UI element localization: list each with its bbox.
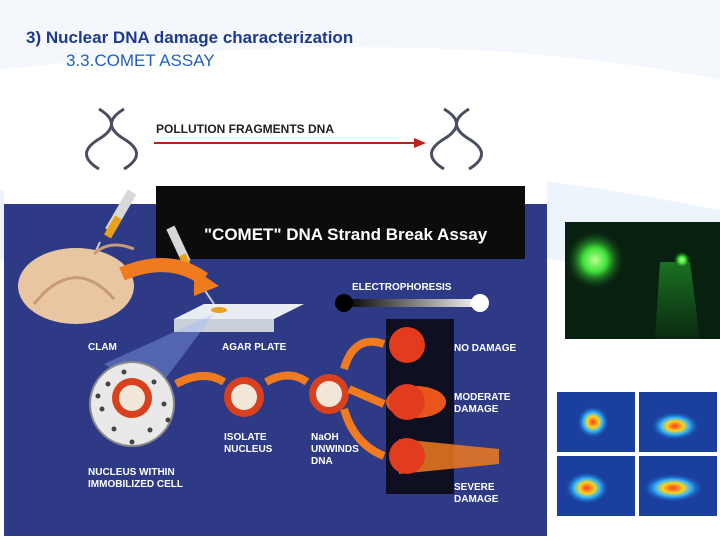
cell-dots [95, 369, 171, 445]
orange-arrow-to-moderate [347, 385, 386, 408]
naoh-label-3: DNA [311, 456, 333, 467]
red-arrow-head-icon [414, 138, 426, 148]
comet-cell-4 [643, 474, 703, 502]
isolate-nucleus-label-1: ISOLATE [224, 432, 267, 443]
nucleus-cell-label-1: NUCLEUS WITHIN [88, 467, 175, 478]
orange-arrow-to-severe [340, 407, 386, 460]
assay-banner [156, 186, 525, 259]
dna-helix-left-icon [85, 107, 138, 171]
electrophoresis-bar [344, 299, 484, 307]
comet-tail [655, 262, 700, 339]
orange-arrow-step-2 [264, 371, 310, 386]
moderate-label-2: DAMAGE [454, 404, 499, 415]
moderate-label-1: MODERATE [454, 392, 511, 403]
negative-electrode-icon [335, 294, 353, 312]
severe-label-2: DAMAGE [454, 494, 499, 505]
comet-assay-diagram: POLLUTION FRAGMENTS DNA "COMET" DNA Stra… [4, 104, 547, 536]
comet-cell-2 [651, 412, 699, 440]
comet-intact-nucleus [565, 230, 625, 290]
agar-plate-label: AGAR PLATE [222, 342, 287, 353]
nucleus-cell-label-2: IMMOBILIZED CELL [88, 479, 183, 490]
naoh-label-1: NaOH [311, 432, 339, 443]
positive-electrode-icon [471, 294, 489, 312]
comet-no-damage [389, 327, 425, 363]
isolate-nucleus-label-2: NUCLEUS [224, 444, 273, 455]
slide-title: 3) Nuclear DNA damage characterization [26, 28, 354, 47]
orange-arrow-step-1 [174, 372, 227, 388]
slide-subtitle: 3.3.COMET ASSAY [66, 51, 215, 70]
clam-shape [18, 248, 134, 324]
dna-helix-right-icon [430, 107, 483, 171]
comet-severe-tail [399, 439, 499, 474]
electrophoresis-label: ELECTROPHORESIS [352, 282, 452, 293]
top-caption: POLLUTION FRAGMENTS DNA [156, 122, 334, 136]
clam-label: CLAM [88, 342, 117, 353]
comet-cell-3 [565, 472, 609, 504]
banner-text: "COMET" DNA Strand Break Assay [204, 225, 488, 244]
orange-arrow-to-nodamage [340, 337, 386, 371]
comet-moderate-head [389, 384, 425, 420]
agar-plate [174, 304, 304, 319]
naoh-label-2: UNWINDS [311, 444, 359, 455]
comet-grid-photo [555, 390, 720, 520]
severe-label-1: SEVERE [454, 482, 495, 493]
comet-cell-1 [577, 406, 609, 438]
comet-damaged-head [673, 251, 691, 269]
fluorescence-photo [565, 222, 720, 339]
no-damage-label: NO DAMAGE [454, 343, 517, 354]
comet-severe-head [389, 438, 425, 474]
